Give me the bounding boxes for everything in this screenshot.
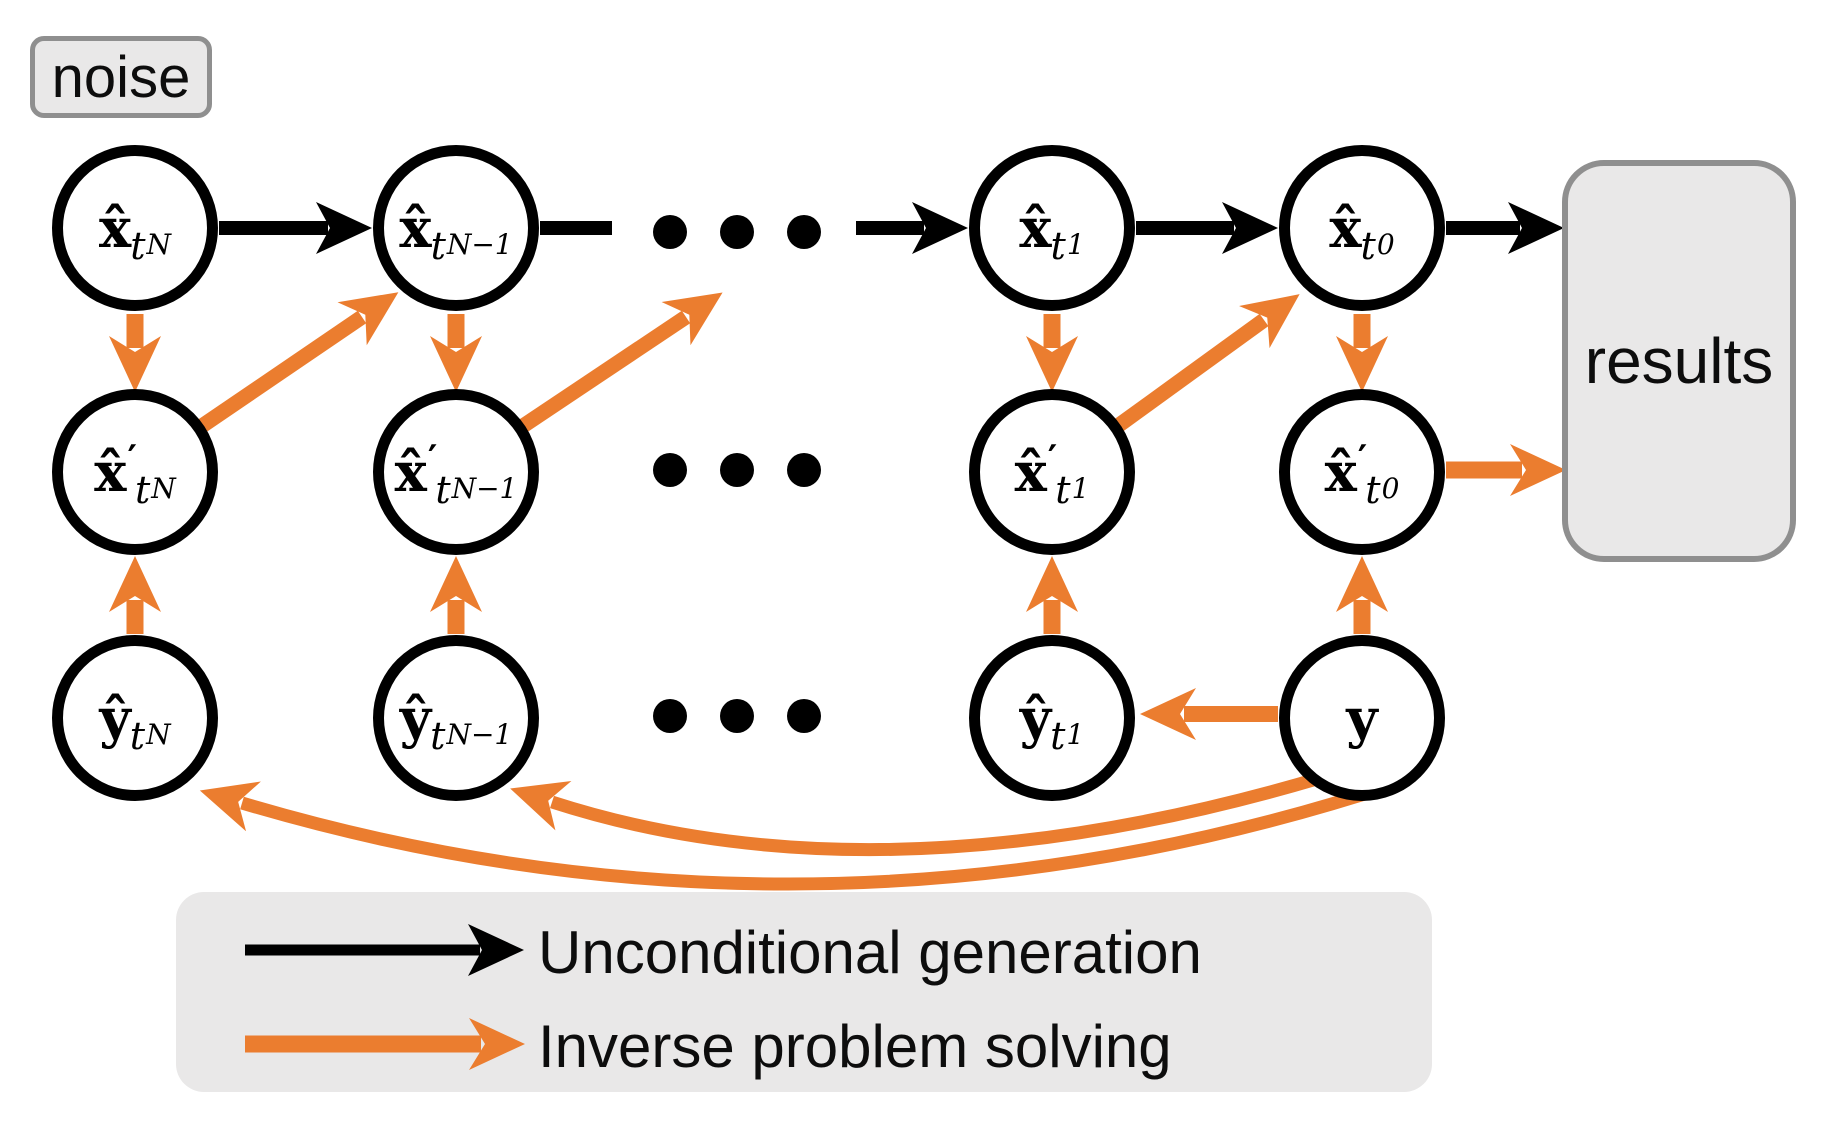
- node-label: x̂′tN: [94, 441, 175, 509]
- node-xhat-t0: x̂t0: [1279, 145, 1445, 311]
- node-xhat-tN: x̂tN: [52, 145, 218, 311]
- node-base: x̂: [99, 196, 132, 260]
- node-xhat-tN-1: x̂tN−1: [373, 145, 539, 311]
- node-prime: ′: [1047, 438, 1058, 481]
- node-subsub: 1: [1071, 472, 1090, 506]
- node-xhat-t1: x̂t1: [969, 145, 1135, 311]
- node-sub: t: [430, 714, 446, 759]
- node-base: x̂: [1014, 440, 1047, 504]
- results-box: results: [1562, 160, 1796, 562]
- node-sub: t: [1055, 468, 1071, 513]
- node-label: ŷtN: [99, 691, 170, 755]
- node-label: x̂′t1: [1015, 441, 1090, 509]
- ellipsis-dots-bottom-row: [653, 699, 821, 733]
- node-base: x̂: [1019, 196, 1052, 260]
- node-sub: t: [435, 468, 451, 513]
- node-subsub: N−1: [446, 718, 513, 752]
- orange-diagonal-arrow: [194, 292, 399, 435]
- node-label: ŷt1: [1020, 691, 1085, 755]
- node-yhat-tN-1: ŷtN−1: [373, 635, 539, 801]
- node-xhat-prime-tN-1: x̂′tN−1: [373, 389, 539, 555]
- node-label: x̂′tN−1: [395, 441, 518, 509]
- ellipsis-dots-middle-row: [653, 453, 821, 487]
- node-label: x̂t1: [1019, 201, 1084, 265]
- orange-curve-arrow: [510, 771, 1322, 857]
- node-base: ŷ: [99, 686, 131, 750]
- node-base: ŷ: [399, 686, 432, 750]
- orange-diagonal-arrow: [515, 292, 723, 435]
- legend-arrows: [245, 924, 525, 1070]
- node-base: x̂: [399, 196, 432, 260]
- orange-diagonal-arrow: [1110, 294, 1300, 435]
- noise-label: noise: [51, 44, 191, 110]
- legend-unconditional-label: Unconditional generation: [538, 919, 1202, 986]
- node-sub: t: [130, 224, 146, 269]
- node-subsub: N−1: [451, 472, 518, 506]
- node-sub: t: [1365, 468, 1381, 513]
- ellipsis-dots-top-row: [653, 215, 821, 249]
- node-yhat-t1: ŷt1: [969, 635, 1135, 801]
- node-base: x̂: [394, 440, 427, 504]
- node-subsub: N: [151, 472, 176, 506]
- node-label: ŷtN−1: [400, 691, 512, 755]
- node-sub: t: [1050, 714, 1066, 759]
- node-sub: t: [134, 468, 151, 513]
- node-base: ŷ: [1019, 686, 1052, 750]
- node-xhat-prime-t0: x̂′t0: [1279, 389, 1445, 555]
- noise-label-box: noise: [30, 36, 212, 118]
- node-subsub: N: [146, 228, 171, 262]
- node-label: x̂tN−1: [399, 201, 512, 265]
- node-xhat-prime-tN: x̂′tN: [52, 389, 218, 555]
- legend-box: [176, 892, 1432, 1092]
- node-sub: t: [129, 714, 146, 759]
- results-label: results: [1584, 325, 1774, 397]
- node-base: y: [1346, 686, 1378, 750]
- node-label: x̂tN: [99, 201, 171, 265]
- node-subsub: 1: [1066, 228, 1085, 262]
- node-base: x̂: [1329, 196, 1362, 260]
- node-base: x̂: [94, 440, 127, 504]
- node-prime: ′: [1357, 438, 1368, 481]
- node-label: y: [1346, 691, 1377, 745]
- node-base: x̂: [1324, 440, 1357, 504]
- node-sub: t: [1050, 224, 1066, 269]
- node-prime: ′: [427, 438, 438, 481]
- node-xhat-prime-t1: x̂′t1: [969, 389, 1135, 555]
- node-yhat-tN: ŷtN: [52, 635, 218, 801]
- node-prime: ′: [127, 438, 137, 481]
- node-subsub: 1: [1066, 718, 1085, 752]
- orange-curve-arrow: [199, 775, 1405, 891]
- node-subsub: N: [146, 718, 171, 752]
- node-label: x̂t0: [1329, 201, 1394, 265]
- node-label: x̂′t0: [1325, 441, 1400, 509]
- node-subsub: 0: [1376, 228, 1395, 262]
- node-subsub: N−1: [446, 228, 513, 262]
- node-sub: t: [430, 224, 446, 269]
- node-sub: t: [1360, 224, 1376, 269]
- legend-inverse-label: Inverse problem solving: [538, 1013, 1172, 1080]
- node-y: y: [1279, 635, 1445, 801]
- node-subsub: 0: [1381, 472, 1400, 506]
- inverse-problem-arrows: [109, 292, 1566, 891]
